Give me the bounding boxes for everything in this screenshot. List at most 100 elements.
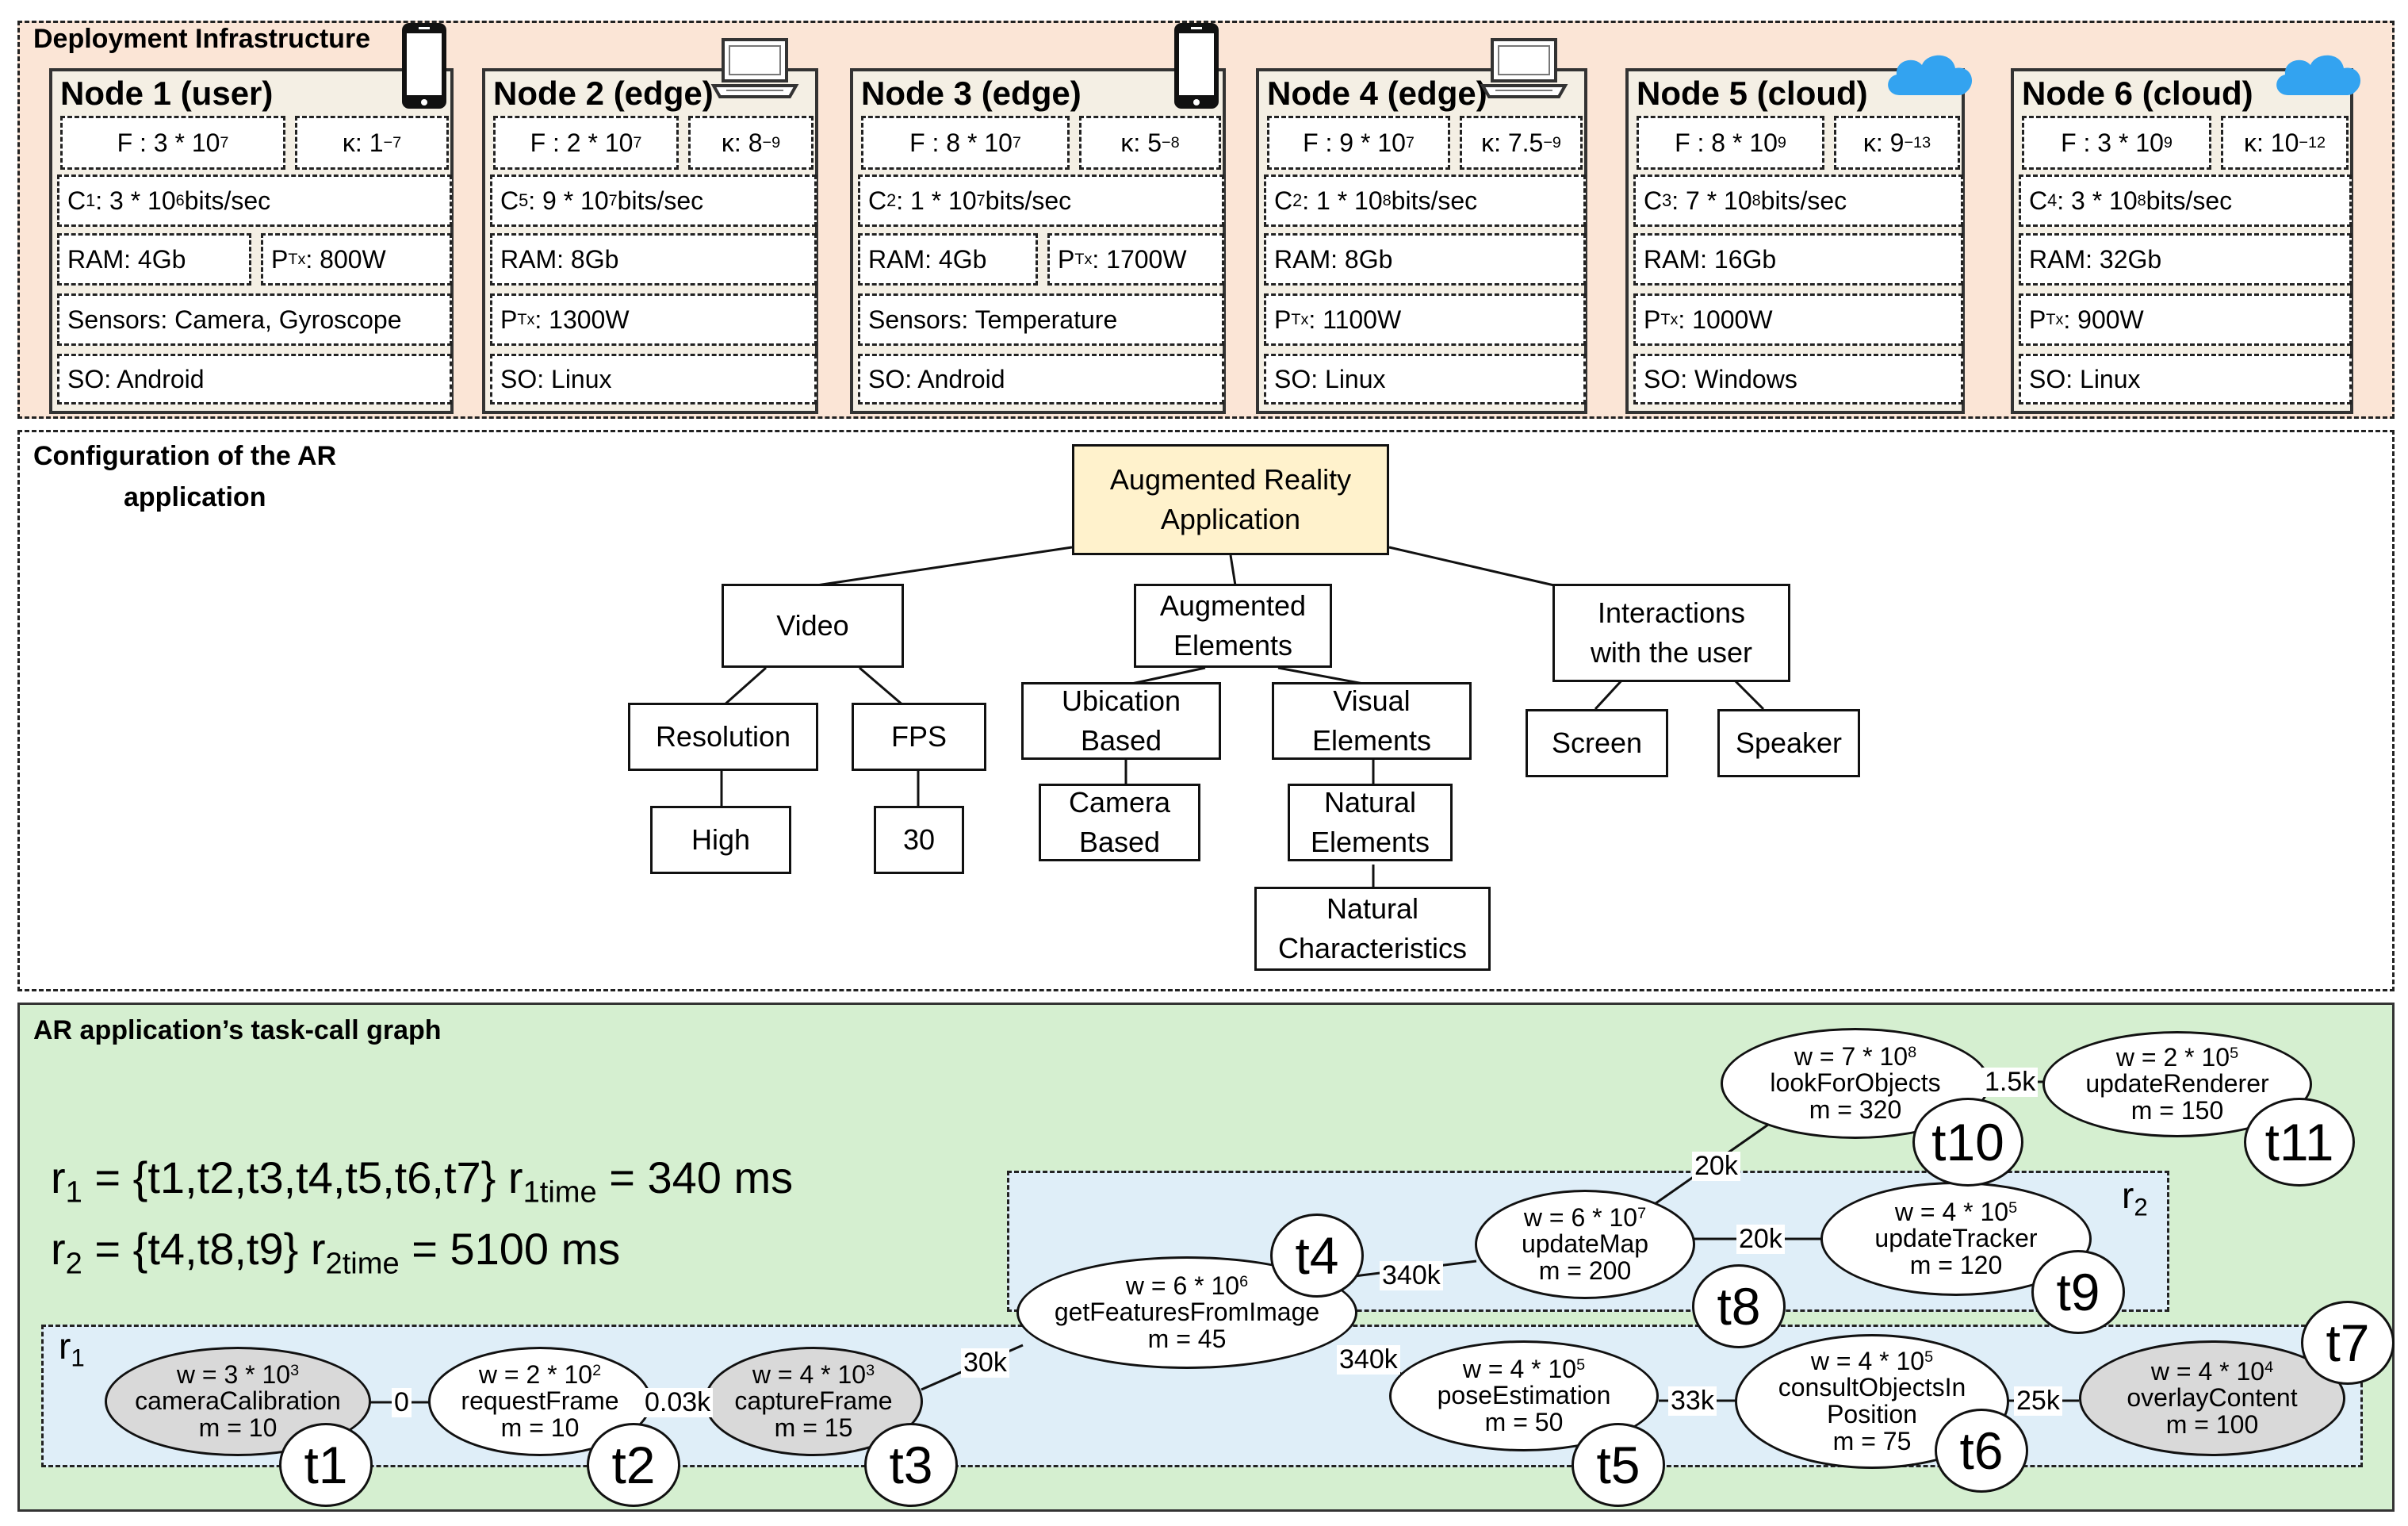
task-id-t3: t3 bbox=[864, 1423, 958, 1507]
edge-label-t10-t11: 1.5k bbox=[1982, 1067, 2039, 1098]
laptop-icon bbox=[709, 36, 801, 104]
fps-value-node: 30 bbox=[874, 806, 964, 874]
kappa-cell: κ: 7.5−9 bbox=[1460, 116, 1583, 170]
edge-label-t3-t4: 30k bbox=[961, 1348, 1009, 1378]
high-node: High bbox=[650, 806, 791, 874]
os-cell: SO: Android bbox=[858, 354, 1224, 405]
ram-cell: RAM: 8Gb bbox=[490, 233, 817, 286]
speaker-node: Speaker bbox=[1717, 709, 1860, 777]
node-title: Node 4 (edge) bbox=[1267, 75, 1487, 112]
kappa-cell: κ: 8−9 bbox=[688, 116, 814, 170]
edge-label-t4-t5: 340k bbox=[1337, 1344, 1400, 1375]
edge-label-t1-t2: 0 bbox=[392, 1387, 412, 1418]
edge-label-t4-t8: 340k bbox=[1380, 1260, 1443, 1291]
sensors-cell: Sensors: Camera, Gyroscope bbox=[57, 293, 452, 346]
task-id-t9: t9 bbox=[2031, 1250, 2125, 1334]
task-t8-update-map: w = 6 * 107 updateMap m = 200 bbox=[1475, 1190, 1695, 1299]
edge-label-t8-t9: 20k bbox=[1736, 1224, 1785, 1255]
ar-application-root: Augmented Reality Application bbox=[1072, 444, 1389, 555]
task-id-t4: t4 bbox=[1270, 1214, 1364, 1298]
edge-label-t8-t10: 20k bbox=[1692, 1151, 1740, 1182]
requirement-r1: r1 = {t1,t2,t3,t4,t5,t6,t7} r1time = 340… bbox=[51, 1152, 794, 1210]
ram-cell: RAM: 32Gb bbox=[2019, 233, 2352, 286]
phone-icon bbox=[400, 21, 449, 115]
task-t11-update-renderer: w = 2 * 105 updateRenderer m = 150 bbox=[2042, 1031, 2312, 1137]
node-title: Node 2 (edge) bbox=[493, 75, 714, 112]
visual-elements-node: Visual Elements bbox=[1272, 682, 1472, 760]
task-t7-overlay-content: w = 4 * 104 overlayContent m = 100 bbox=[2079, 1340, 2345, 1456]
edge-label-t6-t7: 25k bbox=[2014, 1386, 2062, 1417]
ram-cell: RAM: 4Gb bbox=[57, 233, 251, 286]
laptop-icon bbox=[1478, 36, 1570, 104]
kappa-cell: κ: 5−8 bbox=[1079, 116, 1221, 170]
edge-label-t5-t6: 33k bbox=[1668, 1386, 1717, 1417]
region-r2-label: r2 bbox=[2122, 1175, 2148, 1221]
task-id-t11: t11 bbox=[2244, 1098, 2355, 1187]
camera-based-node: Camera Based bbox=[1039, 784, 1200, 861]
kappa-cell: κ: 10−12 bbox=[2221, 116, 2349, 170]
ram-cell: RAM: 4Gb bbox=[858, 233, 1038, 286]
node-title: Node 5 (cloud) bbox=[1637, 75, 1868, 112]
task-id-t7: t7 bbox=[2301, 1301, 2395, 1385]
fps-node: FPS bbox=[852, 703, 986, 771]
os-cell: SO: Linux bbox=[1264, 354, 1586, 405]
ram-cell: RAM: 16Gb bbox=[1633, 233, 1963, 286]
kappa-cell: κ: 1−7 bbox=[295, 116, 449, 170]
video-node: Video bbox=[722, 584, 904, 668]
sensors-cell: Sensors: Temperature bbox=[858, 293, 1224, 346]
task-id-t2: t2 bbox=[587, 1423, 680, 1507]
configuration-title-line2: application bbox=[124, 482, 266, 512]
node-title: Node 6 (cloud) bbox=[2022, 75, 2253, 112]
cloud-icon bbox=[2269, 48, 2368, 104]
task-id-t1: t1 bbox=[279, 1423, 373, 1507]
os-cell: SO: Android bbox=[57, 354, 452, 405]
task-id-t6: t6 bbox=[1935, 1409, 2028, 1493]
task-id-t8: t8 bbox=[1692, 1264, 1786, 1348]
node-title: Node 1 (user) bbox=[60, 75, 274, 112]
task-id-t5: t5 bbox=[1572, 1423, 1665, 1507]
augmented-elements-node: Augmented Elements bbox=[1134, 584, 1332, 668]
region-r1-label: r1 bbox=[59, 1325, 85, 1372]
task-id-t10: t10 bbox=[1912, 1098, 2023, 1187]
phone-icon bbox=[1172, 21, 1221, 115]
task-t1-camera-calibration: w = 3 * 103 cameraCalibration m = 10 bbox=[105, 1347, 371, 1456]
ubication-based-node: Ubication Based bbox=[1021, 682, 1221, 760]
edge-label-t2-t3: 0.03k bbox=[642, 1387, 714, 1418]
configuration-title-line1: Configuration of the AR bbox=[33, 441, 337, 471]
os-cell: SO: Linux bbox=[490, 354, 817, 405]
screen-node: Screen bbox=[1526, 709, 1668, 777]
node-title: Node 3 (edge) bbox=[861, 75, 1081, 112]
natural-elements-node: Natural Elements bbox=[1288, 784, 1453, 861]
cloud-icon bbox=[1881, 48, 1979, 104]
requirement-r2: r2 = {t4,t8,t9} r2time = 5100 ms bbox=[51, 1224, 621, 1281]
interactions-node: Interactions with the user bbox=[1552, 584, 1790, 682]
ram-cell: RAM: 8Gb bbox=[1264, 233, 1586, 286]
task-t6-consult-objects-in-position: w = 4 * 105 consultObjectsIn Position m … bbox=[1735, 1334, 2009, 1469]
resolution-node: Resolution bbox=[628, 703, 818, 771]
kappa-cell: κ: 9−13 bbox=[1834, 116, 1960, 170]
task-call-graph-title: AR application’s task-call graph bbox=[33, 1015, 442, 1045]
